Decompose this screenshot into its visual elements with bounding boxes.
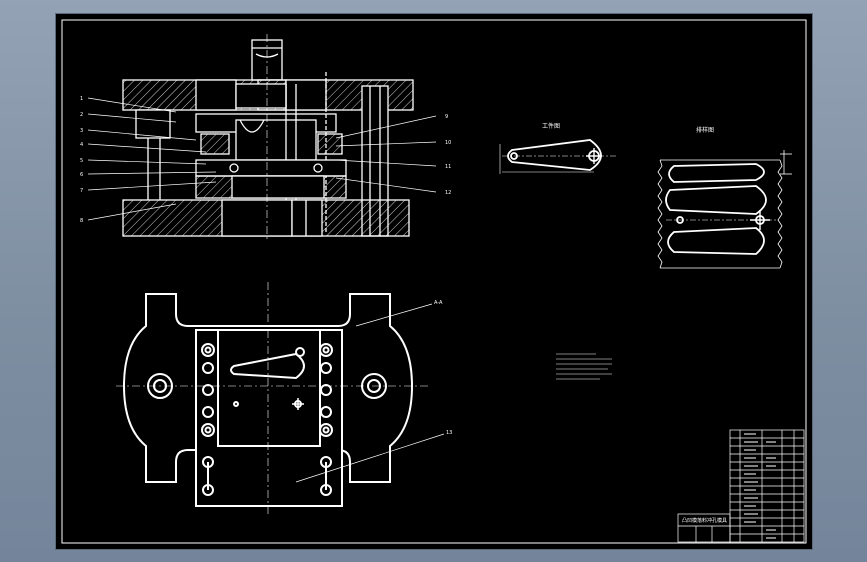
plan-centerlines	[116, 282, 428, 514]
svg-text:11: 11	[445, 164, 451, 170]
guide-bushing-left	[135, 109, 171, 139]
plan-leaders	[295, 303, 445, 483]
cad-drawing: 1 2 3 4 5 6 7 8 9 10 11 12	[61, 19, 807, 544]
strip-layout-title: 排样图	[696, 126, 714, 134]
workpiece-view: 工件图	[499, 122, 616, 174]
plan-callout-b: 13	[446, 430, 452, 436]
leader-lines-right	[335, 115, 437, 193]
svg-text:5: 5	[80, 158, 83, 164]
svg-text:7: 7	[80, 188, 83, 194]
part-numbers: 1 2 3 4 5 6 7 8 9 10 11 12	[80, 96, 451, 224]
workpiece-outline	[507, 139, 602, 171]
svg-text:6: 6	[80, 172, 83, 178]
drawing-name: 凸凹模落料冲孔模具	[682, 517, 727, 524]
leader-lines-left	[87, 97, 217, 221]
drawing-sheet: 1 2 3 4 5 6 7 8 9 10 11 12	[56, 14, 812, 549]
title-block	[677, 429, 805, 543]
plan-view	[122, 293, 414, 507]
technical-notes	[556, 353, 612, 380]
plan-callout-a: A-A	[434, 300, 443, 306]
svg-text:10: 10	[445, 140, 451, 146]
svg-text:8: 8	[80, 218, 83, 224]
svg-text:4: 4	[80, 142, 83, 148]
svg-text:9: 9	[445, 114, 448, 120]
svg-text:12: 12	[445, 190, 451, 196]
section-view	[122, 34, 414, 240]
sheet-border	[61, 19, 807, 544]
die-cavity	[230, 352, 305, 380]
svg-text:1: 1	[80, 96, 83, 102]
svg-text:3: 3	[80, 128, 83, 134]
strip-layout-view: 排样图	[657, 126, 792, 269]
workpiece-title: 工件图	[542, 122, 560, 130]
svg-text:2: 2	[80, 112, 83, 118]
